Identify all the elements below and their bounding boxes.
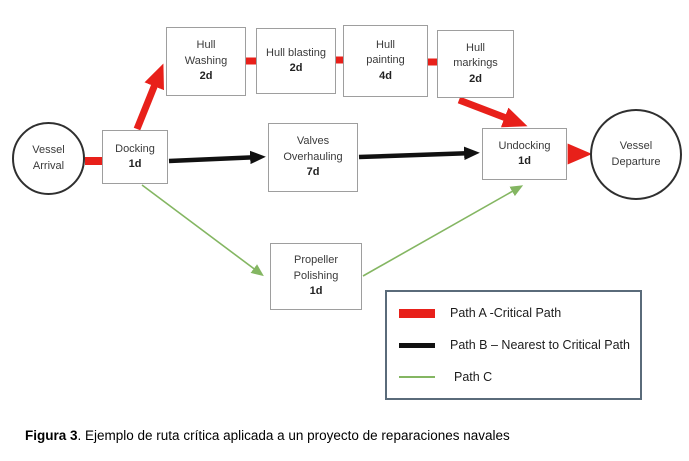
path-b-swatch xyxy=(399,342,435,348)
node-hull-blasting: Hull blasting 2d xyxy=(256,28,336,94)
path-c-swatch xyxy=(399,376,435,378)
figure-caption: Figura 3. Ejemplo de ruta crítica aplica… xyxy=(25,428,510,443)
node-label: Vessel xyxy=(32,144,65,157)
legend-item-path-a: Path A -Critical Path xyxy=(399,297,640,329)
node-label: Propeller xyxy=(293,254,339,267)
node-label: Hull xyxy=(466,41,485,54)
node-undocking: Undocking 1d xyxy=(482,128,567,180)
node-label: Washing xyxy=(184,54,228,67)
edge-valves-undocking xyxy=(358,146,480,161)
node-label: Undocking xyxy=(498,139,551,152)
node-label: painting xyxy=(366,54,405,67)
node-label: Vessel xyxy=(619,140,653,153)
node-duration: 1d xyxy=(518,155,531,167)
legend-label: Path C xyxy=(454,370,493,384)
edge-hullmarkings-undocking xyxy=(457,96,528,128)
node-duration: 1d xyxy=(309,285,323,298)
legend-item-path-b: Path B – Nearest to Critical Path xyxy=(399,329,640,361)
node-label: Hull blasting xyxy=(266,46,326,59)
node-propeller-polishing: Propeller Polishing 1d xyxy=(270,243,362,310)
edges-layer xyxy=(85,56,593,277)
node-label: Hull xyxy=(376,38,395,51)
node-label: Docking xyxy=(115,142,155,155)
node-hull-washing: Hull Washing 2d xyxy=(166,27,246,96)
node-label: Valves xyxy=(296,135,330,148)
node-label: Departure xyxy=(611,155,661,168)
node-duration: 1d xyxy=(128,158,142,170)
node-duration: 4d xyxy=(379,69,392,82)
node-duration: 7d xyxy=(306,166,320,179)
caption-number: Figura 3 xyxy=(25,428,78,443)
node-vessel-arrival: Vessel Arrival xyxy=(12,122,85,195)
legend-label: Path B – Nearest to Critical Path xyxy=(450,338,630,352)
node-docking: Docking 1d xyxy=(102,130,168,184)
node-duration: 2d xyxy=(289,62,303,74)
node-label: Overhauling xyxy=(283,150,343,163)
node-label: Arrival xyxy=(32,159,65,172)
node-label: Hull xyxy=(196,39,216,52)
edge-propeller-undocking xyxy=(362,185,524,277)
legend-box: Path A -Critical Path Path B – Nearest t… xyxy=(385,290,642,400)
node-label: markings xyxy=(453,57,498,70)
node-valves-overhauling: Valves Overhauling 7d xyxy=(268,123,358,192)
caption-text: . Ejemplo de ruta crítica aplicada a un … xyxy=(77,428,510,443)
edge-docking-propeller xyxy=(141,184,264,277)
edge-docking-hullwashing xyxy=(133,63,164,131)
legend-item-path-c: Path C xyxy=(399,361,640,393)
node-duration: 2d xyxy=(469,72,482,85)
diagram-canvas: Vessel Arrival Docking 1d Hull Washing 2… xyxy=(12,25,682,400)
path-a-swatch xyxy=(399,308,435,318)
node-label: Polishing xyxy=(293,269,339,282)
edge-docking-valves xyxy=(168,150,266,165)
node-hull-markings: Hull markings 2d xyxy=(437,30,514,98)
node-duration: 2d xyxy=(199,70,213,83)
node-hull-painting: Hull painting 4d xyxy=(343,25,428,97)
node-vessel-departure: Vessel Departure xyxy=(590,109,682,200)
legend-label: Path A -Critical Path xyxy=(450,306,562,320)
